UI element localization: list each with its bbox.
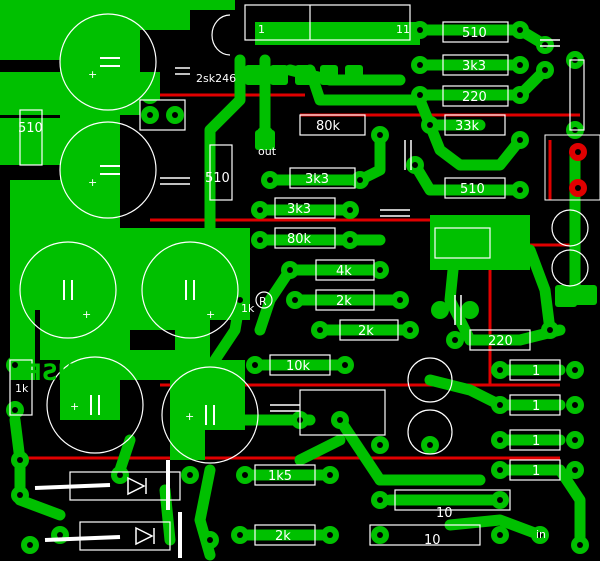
svg-text:+: + xyxy=(70,400,79,413)
copper-pours xyxy=(0,0,530,460)
small-footprints xyxy=(139,99,491,436)
r-circle-label: R xyxy=(259,295,267,308)
r-label-10k: 10k xyxy=(286,359,311,374)
out-label: out xyxy=(258,145,277,158)
electrolytic-caps: + + + + + + xyxy=(19,13,589,464)
r-label-510-mid: 510 xyxy=(205,171,230,186)
film-caps xyxy=(160,39,560,412)
board-logo: NSF xyxy=(27,361,76,386)
r-label-1-d: 1 xyxy=(532,464,540,479)
r-label-3k3-a: 3k3 xyxy=(462,59,486,74)
svg-text:+: + xyxy=(206,308,215,321)
r-label-510-a: 510 xyxy=(462,26,487,41)
svg-text:+: + xyxy=(88,176,97,189)
r-label-1k-left: 1k xyxy=(15,382,29,395)
r-label-3k3-c: 3k3 xyxy=(287,202,311,217)
r-label-1k5: 1k5 xyxy=(268,469,292,484)
resistor-outlines xyxy=(9,21,585,546)
r-label-1-c: 1 xyxy=(532,434,540,449)
r-label-4k: 4k xyxy=(336,264,352,279)
r-label-510-left: 510 xyxy=(18,121,43,136)
low-resistor-labels: 10k 1k5 2k 1k 1 1 1 1 xyxy=(15,359,540,544)
in-label: in xyxy=(536,528,546,541)
diodes xyxy=(34,460,182,558)
svg-text:+: + xyxy=(82,308,91,321)
ic-outline xyxy=(211,4,411,56)
r-label-33k: 33k xyxy=(455,119,480,134)
ic-pin-11-label: 11 xyxy=(396,23,410,36)
c-label-10-b: 10 xyxy=(424,533,441,548)
r-label-1-a: 1 xyxy=(532,364,540,379)
r-label-510-b: 510 xyxy=(460,182,485,197)
r-label-220-b: 220 xyxy=(488,334,513,349)
r-label-3k3-b: 3k3 xyxy=(305,172,329,187)
copper-tracks xyxy=(9,24,586,561)
r-label-80k-a: 80k xyxy=(316,119,341,134)
c-label-10-a: 10 xyxy=(436,506,453,521)
misc-labels: 510 510 10 10 2sk246 out in 1 11 R 1k NS… xyxy=(18,23,546,548)
top-resistor-labels: 510 3k3 220 33k 510 xyxy=(455,26,487,197)
power-connector xyxy=(544,134,600,201)
r-label-220-a: 220 xyxy=(462,90,487,105)
r-label-1-b: 1 xyxy=(532,399,540,414)
ic-pin-1-label: 1 xyxy=(258,23,265,36)
r-label-2k-b: 2k xyxy=(358,324,374,339)
r-1k-label: 1k xyxy=(241,302,255,315)
svg-text:+: + xyxy=(185,410,194,423)
ic-pin-row xyxy=(245,22,597,307)
svg-text:+: + xyxy=(88,68,97,81)
r-label-2k-c: 2k xyxy=(275,529,291,544)
transistor-label: 2sk246 xyxy=(196,72,236,85)
r-label-2k-a: 2k xyxy=(336,294,352,309)
r-label-80k-b: 80k xyxy=(287,232,312,247)
mid-resistor-labels: 80k 3k3 3k3 80k 4k 2k 2k 220 xyxy=(287,119,513,349)
